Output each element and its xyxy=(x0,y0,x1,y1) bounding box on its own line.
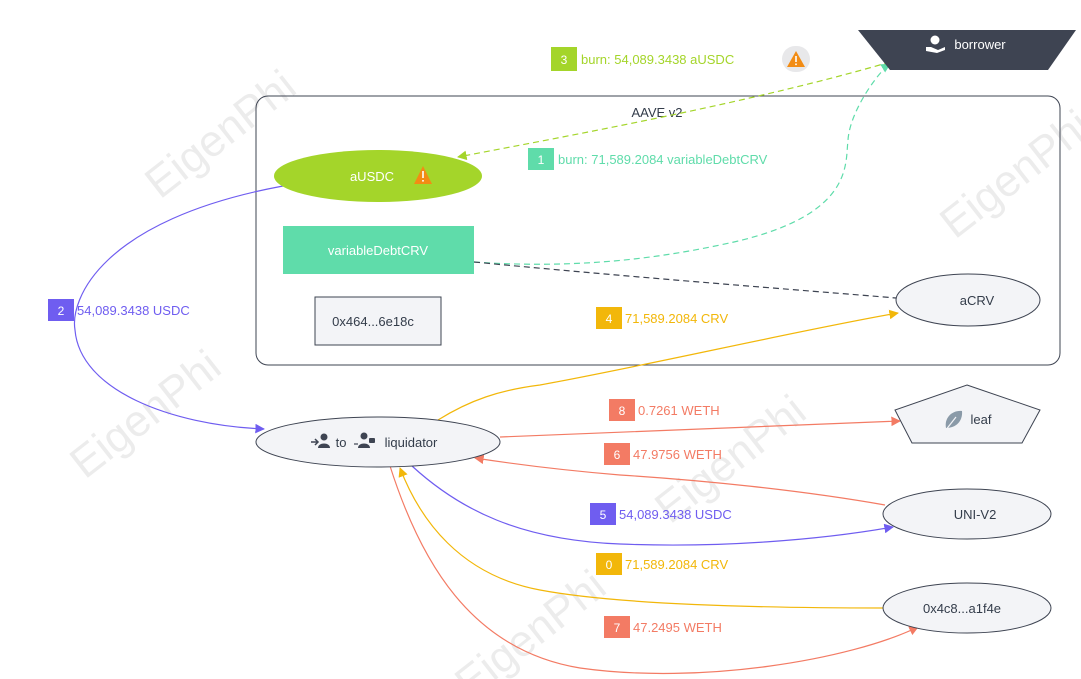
edge-2-line[interactable] xyxy=(73,185,284,434)
edge-7-text: 47.2495 WETH xyxy=(633,620,722,635)
edge-0-step: 0 xyxy=(606,558,613,572)
liquidator-label: liquidator xyxy=(385,435,438,450)
edge-8-text: 0.7261 WETH xyxy=(638,403,720,418)
borrower-node[interactable]: borrower xyxy=(858,30,1076,70)
money-bag-hand-icon xyxy=(926,35,945,53)
univ2-node[interactable]: UNI-V2 xyxy=(882,488,1052,540)
edge-0-line[interactable] xyxy=(398,467,885,609)
edge-labels: 3 burn: 54,089.3438 aUSDC 1 burn: 71,589… xyxy=(48,46,810,638)
edge-4-label[interactable]: 4 71,589.2084 CRV xyxy=(596,307,728,329)
edge-4-step: 4 xyxy=(606,312,613,326)
edge-0-text: 71,589.2084 CRV xyxy=(625,557,728,572)
edge-2-text: 54,089.3438 USDC xyxy=(77,303,190,318)
edge-1-text: burn: 71,589.2084 variableDebtCRV xyxy=(558,152,768,167)
edges xyxy=(73,61,919,675)
edge-4-line[interactable] xyxy=(437,309,899,421)
borrower-label: borrower xyxy=(954,37,1006,52)
warning-icon xyxy=(414,166,432,184)
edge-3-label[interactable]: 3 burn: 54,089.3438 aUSDC xyxy=(551,46,810,72)
leaf-node[interactable]: leaf xyxy=(894,384,1041,444)
edge-7-label[interactable]: 7 47.2495 WETH xyxy=(604,616,722,638)
edge-7-line[interactable] xyxy=(389,465,919,675)
edge-8-label[interactable]: 8 0.7261 WETH xyxy=(609,399,720,421)
edge-6-text: 47.9756 WETH xyxy=(633,447,722,462)
edge-1-line[interactable] xyxy=(473,63,891,265)
leaf-icon xyxy=(944,410,963,432)
edge-4-text: 71,589.2084 CRV xyxy=(625,311,728,326)
edge-6-step: 6 xyxy=(614,448,621,462)
watermark-5: EigenPhi xyxy=(446,561,615,679)
edge-8-line[interactable] xyxy=(499,416,901,438)
edge-3-line[interactable] xyxy=(457,61,891,161)
address-2-label: 0x4c8...a1f4e xyxy=(923,601,1001,616)
edge-2-label[interactable]: 2 54,089.3438 USDC xyxy=(48,299,190,321)
edge-5-label[interactable]: 5 54,089.3438 USDC xyxy=(590,503,732,525)
edge-3-step: 3 xyxy=(561,53,568,67)
address-box-label: 0x464...6e18c xyxy=(332,314,414,329)
edge-5-line[interactable] xyxy=(411,465,894,546)
edge-6-line[interactable] xyxy=(474,454,886,506)
variable-debt-crv-label: variableDebtCRV xyxy=(328,243,429,258)
univ2-label: UNI-V2 xyxy=(954,507,997,522)
watermark-2: EigenPhi xyxy=(61,341,230,488)
address-box-node[interactable]: 0x464...6e18c xyxy=(314,296,442,346)
edge-6-label[interactable]: 6 47.9756 WETH xyxy=(604,443,722,465)
user-arrow-icon xyxy=(311,433,330,448)
leaf-label: leaf xyxy=(971,412,992,427)
edge-0-label[interactable]: 0 71,589.2084 CRV xyxy=(596,553,728,575)
ausdc-label: aUSDC xyxy=(350,169,394,184)
liquidator-to-text: to xyxy=(336,435,347,450)
debt-link-line xyxy=(473,261,897,299)
address-2-node[interactable]: 0x4c8...a1f4e xyxy=(882,582,1052,634)
ausdc-node[interactable]: aUSDC xyxy=(274,150,482,202)
user-bag-icon xyxy=(354,432,375,448)
edge-5-text: 54,089.3438 USDC xyxy=(619,507,732,522)
acrv-label: aCRV xyxy=(960,293,995,308)
watermark-4: EigenPhi xyxy=(931,101,1081,248)
liquidator-node[interactable]: to liquidator xyxy=(255,416,501,468)
edge-8-step: 8 xyxy=(619,404,626,418)
aave-v2-group-label: AAVE v2 xyxy=(631,105,682,120)
variable-debt-crv-node[interactable]: variableDebtCRV xyxy=(283,226,474,274)
warning-icon xyxy=(782,46,810,72)
edge-3-text: burn: 54,089.3438 aUSDC xyxy=(581,52,734,67)
edge-5-step: 5 xyxy=(600,508,607,522)
aave-v2-group xyxy=(255,95,1061,366)
edge-1-step: 1 xyxy=(538,153,545,167)
watermark-1: EigenPhi xyxy=(136,61,305,208)
edge-7-step: 7 xyxy=(614,621,621,635)
edge-1-label[interactable]: 1 burn: 71,589.2084 variableDebtCRV xyxy=(528,148,768,170)
acrv-node[interactable]: aCRV xyxy=(895,273,1041,327)
edge-2-step: 2 xyxy=(58,304,65,318)
